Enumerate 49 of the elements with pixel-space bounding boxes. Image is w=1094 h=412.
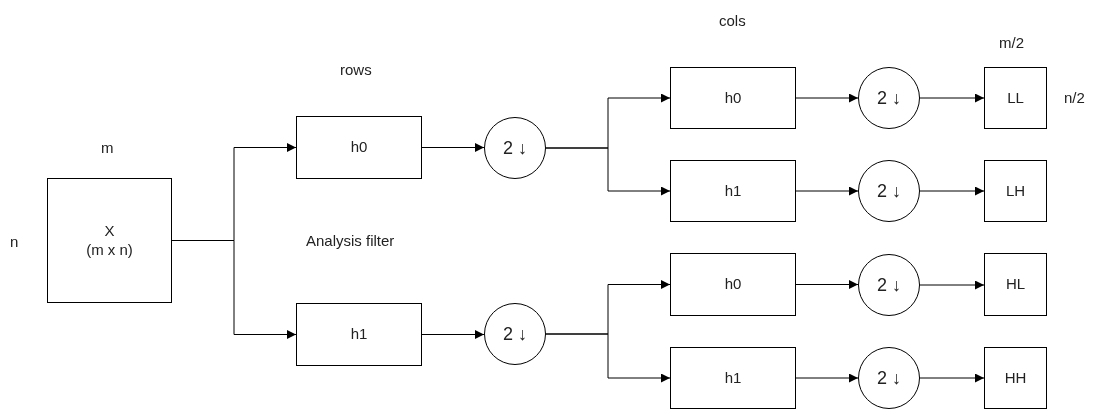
node-text: HH [1004, 368, 1027, 388]
arrow [919, 373, 985, 383]
filter-box [670, 160, 796, 222]
dimension-label: m/2 [999, 33, 1024, 53]
node-text: h1 [724, 368, 742, 388]
arrow [919, 280, 985, 290]
dimension-label: m [101, 138, 114, 158]
filter-box [984, 347, 1047, 409]
node-text: h1 [724, 181, 742, 201]
node-text: 2 ↓ [503, 322, 527, 346]
node-text: 2 ↓ [877, 179, 901, 203]
filter-box [296, 303, 422, 366]
node-text: h0 [724, 275, 742, 294]
node-text: h1 [350, 325, 368, 344]
dimension-label: n/2 [1064, 88, 1085, 108]
arrow [421, 143, 485, 152]
filter-box [670, 347, 796, 409]
arrow [795, 186, 859, 196]
filter-box [984, 160, 1047, 222]
node-text: HL [1005, 275, 1026, 294]
dimension-label: n [10, 232, 19, 252]
filter-box [670, 67, 796, 129]
node-text: LL [1007, 88, 1024, 108]
arrow [919, 186, 985, 196]
node-text: h0 [350, 138, 368, 157]
arrow [795, 93, 859, 103]
arrow [919, 93, 985, 103]
dimension-label: Analysis filter [306, 231, 395, 251]
node-text: 2 ↓ [877, 366, 901, 390]
filter-box [670, 253, 796, 316]
arrow [795, 280, 859, 289]
node-text: h0 [724, 88, 742, 108]
arrow [545, 147, 671, 196]
node-text: 2 ↓ [877, 273, 901, 297]
filter-box [296, 116, 422, 179]
filter-box [984, 67, 1047, 129]
arrow [795, 373, 859, 383]
node-text: 2 ↓ [877, 86, 901, 110]
node-text: 2 ↓ [503, 136, 527, 160]
dimension-label: rows [340, 60, 372, 80]
dimension-label: cols [719, 11, 746, 31]
arrow [545, 333, 671, 383]
arrow [421, 330, 485, 339]
node-text: LH [1005, 181, 1026, 201]
arrow [171, 240, 297, 339]
node-text: (m x n) [86, 240, 133, 260]
filter-box [984, 253, 1047, 316]
filter-box [47, 178, 172, 303]
node-text: X [104, 221, 115, 241]
